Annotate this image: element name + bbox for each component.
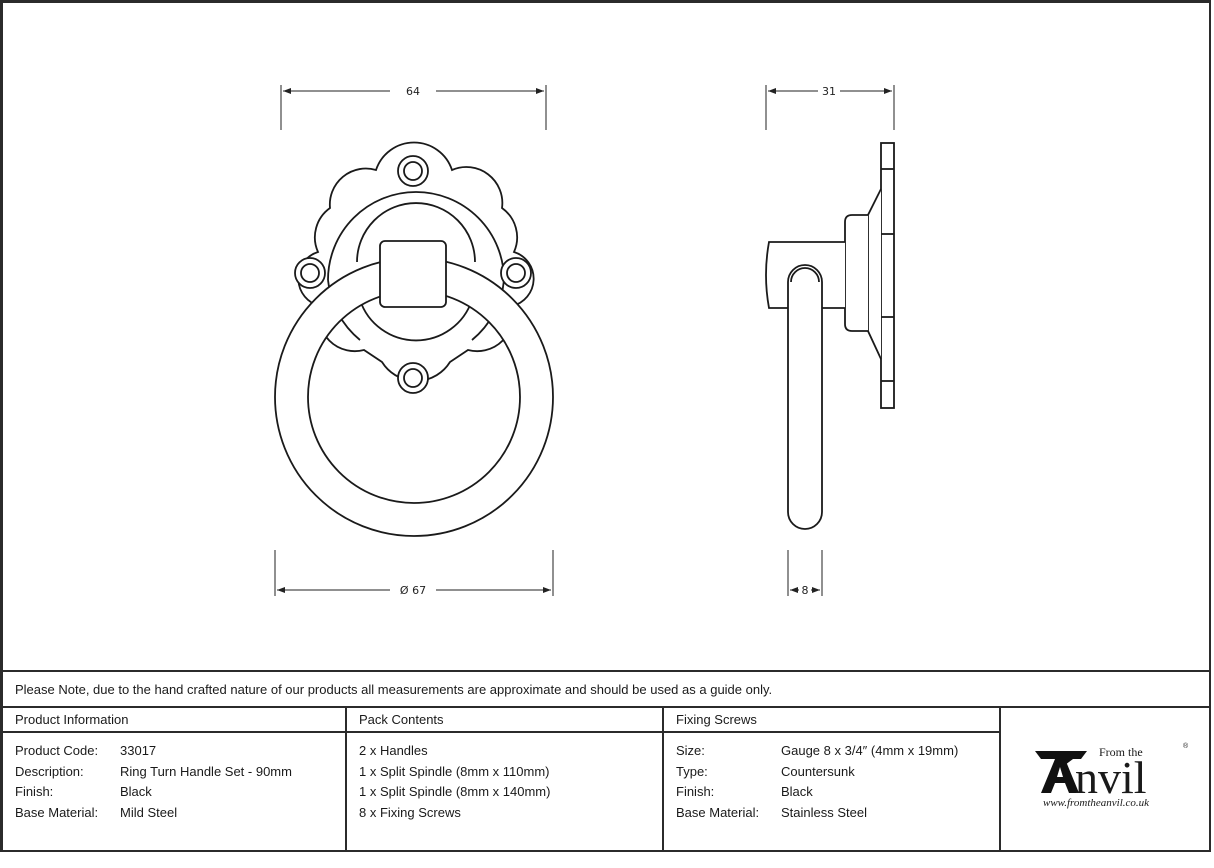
- logo-registered-mark: ®: [1183, 743, 1189, 750]
- logo-brand-text: nvil: [1075, 752, 1147, 803]
- info-row: Description:Ring Turn Handle Set - 90mm: [15, 763, 292, 779]
- pack-contents-section: Pack Contents 2 x Handles 1 x Split Spin…: [347, 708, 664, 852]
- dimension-width-64: 64: [406, 85, 420, 98]
- spindle-boss: [379, 240, 447, 308]
- info-row: Product Code:33017: [15, 743, 157, 758]
- anvil-icon: [1035, 751, 1087, 793]
- dimension-depth-31: 31: [822, 85, 836, 98]
- logo-url: www.fromtheanvil.co.uk: [1043, 797, 1150, 809]
- from-the-anvil-logo: From the nvil ® www.fromtheanvil.co.uk: [1035, 743, 1189, 815]
- info-row: Base Material:Stainless Steel: [676, 804, 867, 820]
- measurement-note: Please Note, due to the hand crafted nat…: [3, 672, 1209, 708]
- pack-item: 1 x Split Spindle (8mm x 110mm): [359, 763, 550, 779]
- dimension-ring-thickness: 8: [802, 584, 809, 597]
- product-information-section: Product Information Product Code:33017 D…: [3, 708, 347, 852]
- pack-item: 8 x Fixing Screws: [359, 804, 461, 820]
- info-row: Size:Gauge 8 x 3/4″ (4mm x 19mm): [676, 743, 959, 758]
- info-row: Finish:Black: [676, 784, 813, 799]
- info-row: Finish:Black: [15, 784, 152, 799]
- product-information-heading: Product Information: [3, 708, 345, 733]
- logo-from-text: From the: [1099, 745, 1143, 759]
- side-view: [765, 142, 895, 530]
- dimension-ring-diameter: Ø 67: [400, 584, 426, 597]
- logo-section: From the nvil ® www.fromtheanvil.co.uk: [1001, 708, 1209, 852]
- fixing-screws-section: Fixing Screws Size:Gauge 8 x 3/4″ (4mm x…: [664, 708, 1001, 852]
- info-row: Base Material:Mild Steel: [15, 804, 178, 820]
- drawing-frame: [0, 0, 1211, 852]
- pack-item: 1 x Split Spindle (8mm x 140mm): [359, 784, 551, 799]
- ring-front: [274, 257, 554, 537]
- fixing-screws-heading: Fixing Screws: [664, 708, 999, 733]
- pack-item: 2 x Handles: [359, 743, 428, 758]
- info-panel: Please Note, due to the hand crafted nat…: [0, 670, 1211, 852]
- technical-drawing: 64 31 Ø 67 8: [274, 85, 895, 597]
- info-row: Type:Countersunk: [676, 763, 855, 779]
- screw-holes: [294, 155, 532, 394]
- pack-contents-heading: Pack Contents: [347, 708, 662, 733]
